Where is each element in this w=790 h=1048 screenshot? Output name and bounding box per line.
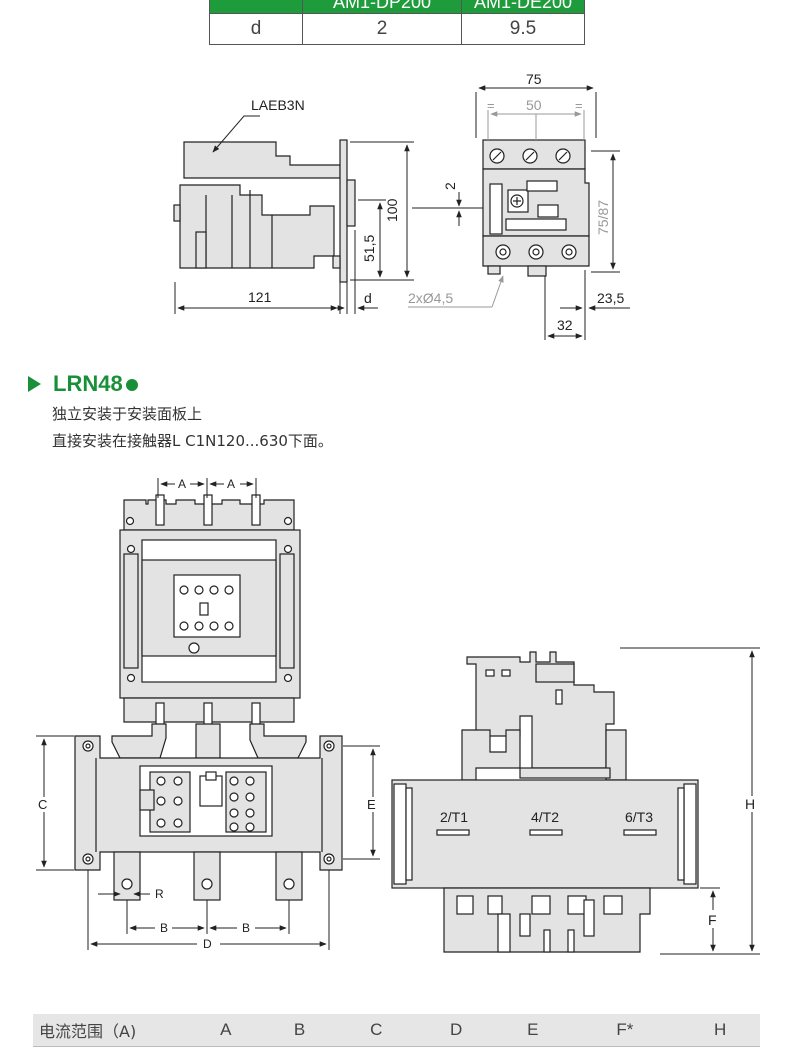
dim-eq-right: =: [575, 98, 583, 113]
description-line-1: 独立安装于安装面板上: [52, 405, 203, 423]
header-cell: AM1-DP200: [302, 0, 462, 14]
front-view-drawing: [482, 139, 590, 277]
dim-holes: 2xØ4,5: [408, 290, 453, 306]
dim-D: D: [203, 937, 212, 951]
dim-100: 100: [384, 198, 400, 222]
section-heading: LRN48: [28, 370, 138, 398]
dim-121: 121: [248, 289, 272, 305]
terminal-label-3: 6/T3: [625, 809, 653, 825]
dim-2: 2: [442, 182, 458, 190]
dimension-table-bottom: 电流范围（A) A B C D E F* H: [33, 1014, 760, 1047]
table-header-row: 电流范围（A) A B C D E F* H: [33, 1014, 760, 1047]
side-view-drawing: [173, 139, 356, 283]
dim-50: 50: [526, 97, 542, 113]
header-cell: D: [416, 1014, 496, 1047]
header-cell-range: 电流范围（A): [33, 1014, 189, 1047]
dim-R: R: [155, 887, 164, 901]
dim-eq-left: =: [487, 98, 495, 113]
section-title: LRN48: [53, 371, 123, 396]
dim-H: H: [745, 796, 755, 812]
lrn48-side-drawing: [391, 651, 699, 953]
dim-B-1: B: [160, 921, 168, 935]
dim-23-5: 23,5: [597, 290, 624, 306]
dim-51-5: 51,5: [361, 235, 377, 262]
terminal-label-1: 2/T1: [440, 809, 468, 825]
header-cell: H: [680, 1014, 760, 1047]
triangle-arrow-icon: [28, 376, 41, 392]
dim-A-2: A: [227, 477, 235, 491]
dim-75: 75: [526, 71, 542, 87]
accessory-label: LAEB3N: [251, 97, 305, 113]
header-cell: C: [336, 1014, 417, 1047]
lrn48-front-drawing: [74, 494, 343, 901]
terminal-label-2: 4/T2: [531, 809, 559, 825]
dim-32: 32: [557, 317, 573, 333]
cell: 9.5: [461, 13, 585, 45]
header-cell: A: [189, 1014, 263, 1047]
description-line-2: 直接安装在接触器L C1N120...630下面。: [52, 432, 333, 450]
header-cell: F*: [569, 1014, 681, 1047]
dim-F: F: [708, 912, 717, 928]
cell: 2: [302, 13, 462, 45]
table-row: d 2 9.5: [209, 13, 585, 45]
bullet-dot-icon: [125, 379, 138, 391]
row-label: d: [209, 13, 303, 45]
dim-B-2: B: [242, 921, 250, 935]
dim-C: C: [38, 797, 47, 812]
header-cell: B: [262, 1014, 337, 1047]
dimension-table-top: AM1-DP200 AM1-DE200 d 2 9.5: [209, 0, 585, 45]
dim-A-1: A: [178, 477, 186, 491]
dim-75-87: 75/87: [595, 200, 611, 235]
header-cell: E: [496, 1014, 570, 1047]
dim-E: E: [367, 797, 376, 812]
dim-d: d: [364, 290, 372, 306]
